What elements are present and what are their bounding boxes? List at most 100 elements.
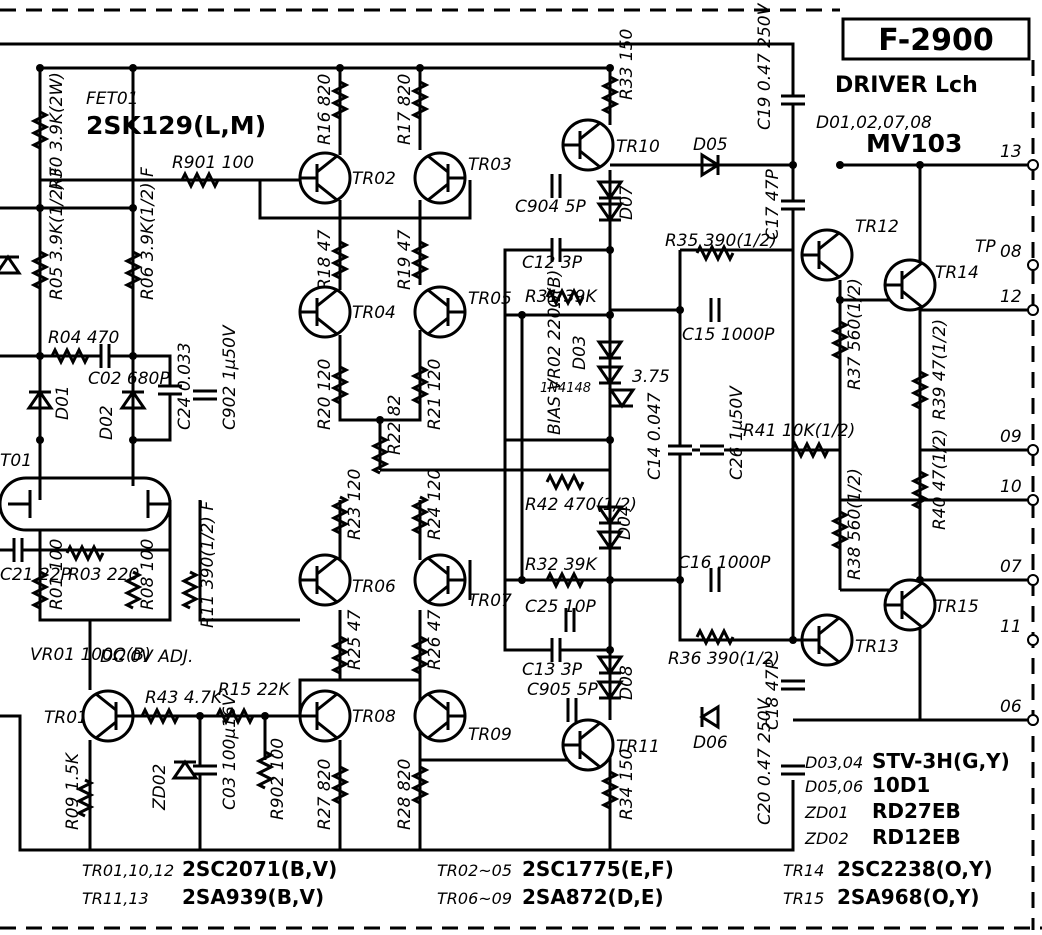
diode-d08: D08 xyxy=(596,655,637,700)
diode-null xyxy=(596,680,624,701)
resistor-symbol xyxy=(30,250,50,290)
terminal-06: 06 xyxy=(1000,697,1039,726)
junction-dot xyxy=(518,576,526,584)
diode-label-d02: D02 xyxy=(97,405,117,440)
resistor-r32: R32 39K xyxy=(525,555,598,590)
wire-15 xyxy=(791,100,840,642)
resistor-label-r04: R04 470 xyxy=(48,328,119,348)
capacitor-symbol xyxy=(158,384,182,396)
capacitor-label-c904: C904 5P xyxy=(515,197,587,217)
transistor-tr02: TR02 xyxy=(298,151,396,205)
junction-dot xyxy=(129,64,137,72)
diode-symbol xyxy=(596,530,624,551)
capacitor-symbol xyxy=(550,238,562,262)
transistor-label-tr12: TR12 xyxy=(855,217,899,237)
resistor-r05: R05 3.9K(1/2) F xyxy=(30,167,67,300)
resistor-symbol xyxy=(545,472,585,492)
terminal-08: 08 xyxy=(1000,242,1039,271)
transistor-label-tr08: TR08 xyxy=(352,707,396,727)
transistor-symbol xyxy=(563,121,601,169)
capacitor-gap xyxy=(781,201,805,209)
resistor-symbol xyxy=(30,110,50,150)
junction-dot xyxy=(836,296,844,304)
capacitor-symbol xyxy=(709,568,721,592)
parts-key-1: TR01,10,12 xyxy=(82,861,174,880)
transistor-label-tr07: TR07 xyxy=(468,591,512,611)
transistor-symbol xyxy=(427,556,465,604)
capacitor-c14: C14 0.047 xyxy=(645,392,692,480)
parts-val-7: STV-3H(G,Y) xyxy=(872,749,1010,773)
terminal-label: 10 xyxy=(1000,477,1022,497)
resistor-label-r35: R35 390(1/2) xyxy=(665,231,777,251)
diode-symbol xyxy=(26,389,54,410)
resistor-r25: R25 47 xyxy=(330,609,365,675)
transistor-label-tr09: TR09 xyxy=(468,725,512,745)
wire-28 xyxy=(690,448,1033,502)
capacitor-symbol xyxy=(193,389,217,401)
diode-symbol xyxy=(596,180,624,201)
resistor-r11: R11 390(1/2) F xyxy=(180,501,218,628)
capacitor-symbol xyxy=(550,638,562,662)
capacitor-symbol xyxy=(12,538,24,562)
capacitor-symbol xyxy=(668,444,692,456)
terminal-label: 06 xyxy=(1000,697,1022,717)
diode-label-d01: D01 xyxy=(53,385,73,420)
capacitor-symbol xyxy=(700,444,724,456)
junction-dot xyxy=(606,576,614,584)
resistor-r40: R40 47(1/2) xyxy=(910,429,950,530)
capacitor-c905: C905 5P xyxy=(527,680,599,722)
resistor-label-r15: R15 22K xyxy=(218,680,291,700)
capacitor-c25: C25 10P xyxy=(525,597,597,632)
transistor-tr13: TR13 xyxy=(800,613,899,667)
resistor-symbol xyxy=(123,570,143,610)
diode-symbol xyxy=(700,152,721,178)
terminal-node xyxy=(1027,494,1039,506)
transistor-tr07: TR07 xyxy=(413,553,512,611)
transistor-label-tr02: TR02 xyxy=(352,169,396,189)
capacitor-c02: C02 680P xyxy=(88,344,170,389)
junction-dot xyxy=(416,64,424,72)
parts-key-5: TR14 xyxy=(783,861,824,880)
parts-val-9: RD27EB xyxy=(872,799,961,823)
capacitor-c20: C20 0.47 250V xyxy=(755,697,805,825)
parts-key-2: TR11,13 xyxy=(82,889,149,908)
resistor-label-r09: R09 1.5K xyxy=(63,751,83,830)
wire-41 xyxy=(198,500,300,622)
junction-dot xyxy=(196,712,204,720)
capacitor-label-c13: C13 3P xyxy=(522,660,583,680)
resistor-symbol xyxy=(410,240,430,280)
capacitor-gap xyxy=(700,446,724,454)
junction-dot xyxy=(36,436,44,444)
transistor-symbol xyxy=(300,154,338,202)
diode-d02: D02 xyxy=(97,389,147,440)
capacitor-c21: C21 22P xyxy=(0,538,72,585)
junction-dot xyxy=(36,64,44,72)
capacitor-label-c26: C26 1µ50V xyxy=(727,385,747,480)
junction-dot xyxy=(606,646,614,654)
resistor-r901: R901 100 xyxy=(172,153,254,190)
resistor-symbol xyxy=(410,635,430,675)
resistor-r902: R902 100 xyxy=(255,738,288,820)
terminal-label: 12 xyxy=(1000,287,1022,307)
junction-dot xyxy=(676,306,684,314)
resistor-symbol xyxy=(600,770,620,810)
resistor-symbol xyxy=(30,570,50,610)
wire-7 xyxy=(378,420,610,472)
resistor-symbol xyxy=(830,320,850,360)
resistor-r28: R28 820 xyxy=(395,759,430,830)
resistor-r37: R37 560(1/2) xyxy=(830,278,865,390)
parts-key-7: D03,04 xyxy=(805,753,863,772)
capacitor-c904: C904 5P xyxy=(515,174,587,217)
capacitor-symbol xyxy=(781,199,805,211)
resistor-label-r28: R28 820 xyxy=(395,759,415,830)
resistor-label-r39: R39 47(1/2) xyxy=(930,319,950,420)
transistor-tr10: TR10 xyxy=(561,118,660,172)
transistor-tr03: TR03 xyxy=(413,151,512,205)
capacitor-label-c18: C18 47P xyxy=(763,658,783,730)
wire-39 xyxy=(338,500,422,680)
transistor-label-tr11: TR11 xyxy=(616,737,660,757)
terminal-13: 13 xyxy=(1000,142,1039,171)
capacitor-label-c12: C12 3P xyxy=(522,253,583,273)
